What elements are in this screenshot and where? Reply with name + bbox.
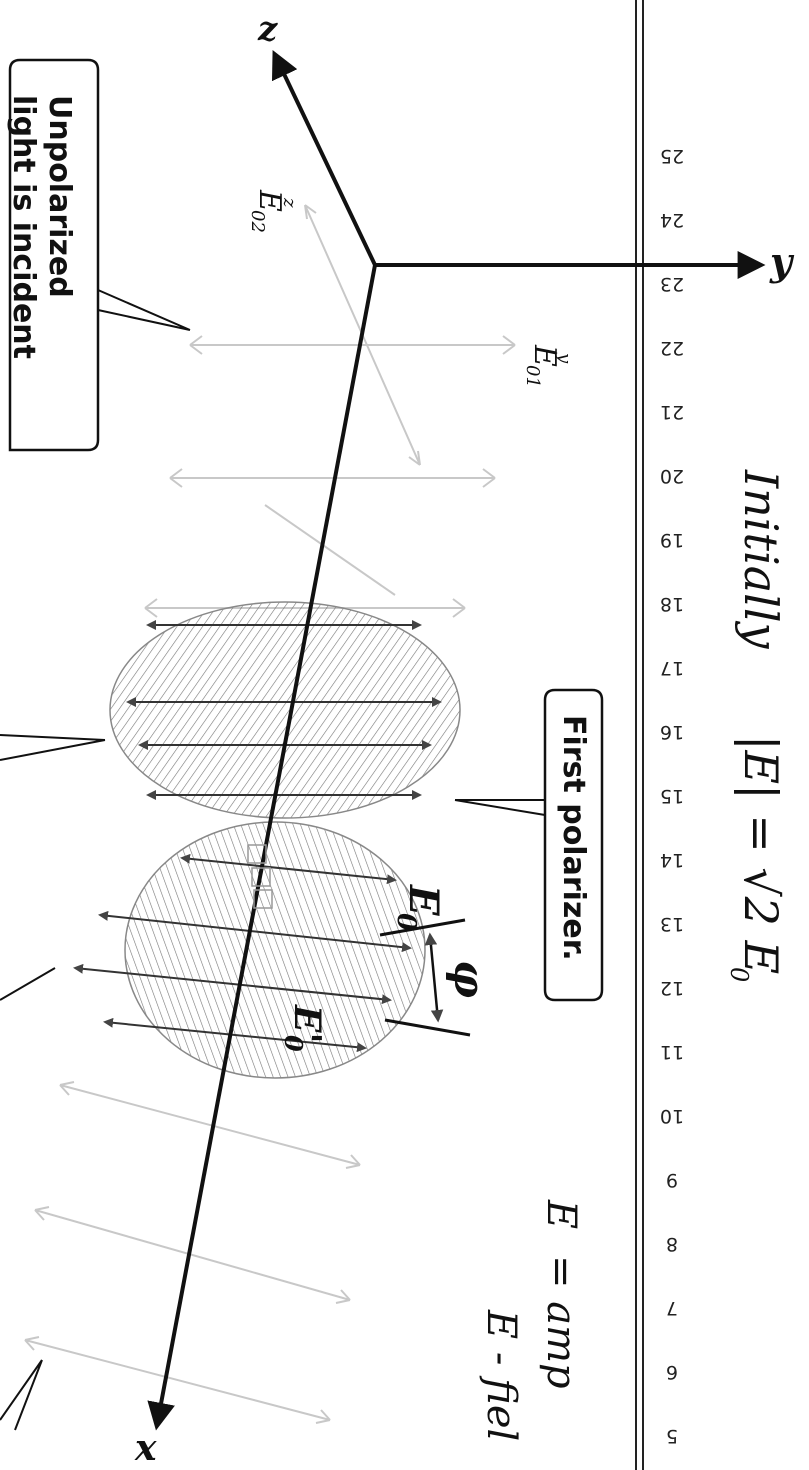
- callout-first-polarizer: First polarizer.: [455, 690, 602, 1000]
- callout-pointers-left: [0, 735, 105, 1430]
- note-formula: |E| = √2 E 0: [725, 735, 788, 982]
- note-amplitude-definition: E = amp: [538, 1199, 584, 1389]
- ruler-number: 25: [660, 145, 684, 167]
- ruler-number: 12: [660, 977, 684, 999]
- label-e0z: E z 02: [247, 189, 300, 233]
- note-initially: Initially: [734, 469, 788, 650]
- y-axis-label: y: [769, 239, 795, 284]
- callout-unpolarized-line1: Unpolarized: [42, 95, 77, 298]
- ruler-number: 21: [660, 401, 684, 423]
- svg-text:0: 0: [725, 967, 753, 982]
- second-polarizer-disc: [75, 822, 425, 1078]
- svg-text:02: 02: [247, 210, 268, 233]
- ruler-number: 5: [666, 1425, 678, 1447]
- first-polarizer-disc: [110, 602, 460, 818]
- ruler-number: 16: [660, 721, 684, 743]
- ruler-number: 14: [660, 849, 684, 871]
- ruler-number: 20: [660, 465, 684, 487]
- ruler-number: 19: [660, 529, 684, 551]
- svg-text:0: 0: [279, 1035, 308, 1052]
- svg-text:z: z: [279, 197, 300, 208]
- ruler-numbers: 25 24 23 22 21 20 19 18 17 16 15 14 13 12 11 10 9 8 7 6 5: [660, 145, 684, 1447]
- ruler-number: 15: [660, 785, 684, 807]
- ruler-number: 10: [660, 1105, 684, 1127]
- z-axis-line: [275, 55, 375, 265]
- ruler-number: 13: [660, 913, 684, 935]
- label-e0y: E y 01: [522, 344, 575, 388]
- ruler-number: 17: [660, 657, 684, 679]
- ruler-number: 11: [660, 1041, 684, 1063]
- svg-text:E: E: [400, 884, 447, 916]
- x-axis-label: x: [134, 1427, 157, 1469]
- svg-text:= amp: = amp: [538, 1255, 584, 1389]
- ruler-number: 6: [666, 1361, 678, 1383]
- ruler-number: 7: [666, 1297, 678, 1319]
- callout-unpolarized-line2: light is incident: [6, 95, 41, 359]
- ruler-number: 18: [660, 593, 684, 615]
- note-field-definition: E - fiel: [478, 1309, 524, 1441]
- ruler-number: 23: [660, 273, 684, 295]
- svg-text:y: y: [554, 352, 575, 364]
- ruler-number: 9: [666, 1169, 678, 1191]
- svg-text:01: 01: [522, 365, 543, 388]
- ruler-number: 8: [666, 1233, 678, 1255]
- z-axis-label: z: [257, 9, 278, 49]
- svg-text:|E| = √2 E: |E| = √2 E: [734, 735, 788, 974]
- callout-unpolarized: Unpolarized light is incident: [6, 60, 190, 450]
- svg-text:E: E: [538, 1199, 584, 1229]
- phi-label: φ: [445, 960, 494, 998]
- ruler-number: 24: [660, 209, 684, 231]
- ruler-number: 22: [660, 337, 684, 359]
- callout-first-polarizer-text: First polarizer.: [556, 715, 591, 961]
